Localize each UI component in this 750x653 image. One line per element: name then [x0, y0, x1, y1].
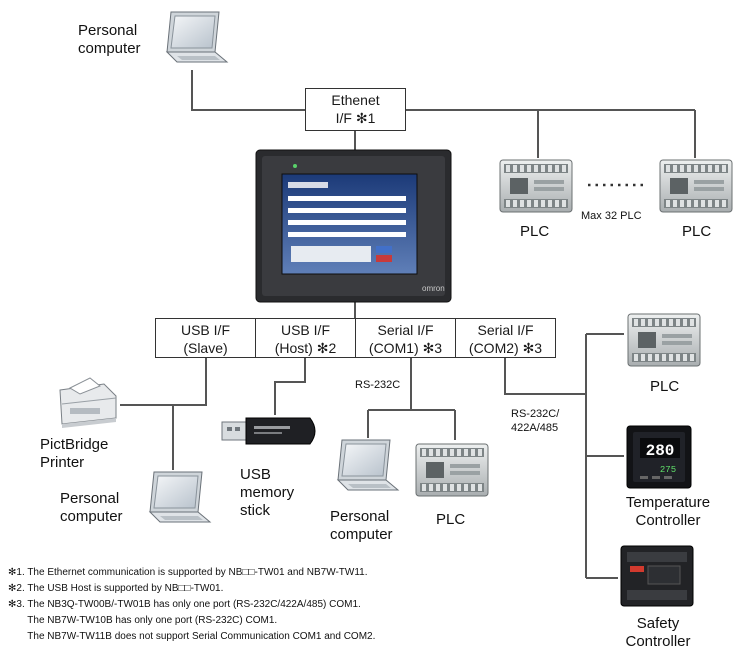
bottom-pc-label-line2: computer — [60, 508, 123, 525]
top-pc-label: Personal computer — [78, 22, 141, 58]
temperature-controller-icon: 280 275 — [626, 425, 692, 489]
temperature-sv: 275 — [660, 465, 676, 475]
safety-label-line1: Safety — [636, 615, 680, 632]
plc-top-right-icon — [659, 159, 733, 213]
com1-pc-label-line1: Personal — [330, 508, 390, 525]
safety-label-line2: Controller — [625, 633, 691, 650]
serial-com2-line1: Serial I/F — [477, 322, 534, 338]
ethernet-label-line2: I/F ✻1 — [335, 110, 376, 126]
serial-com2-line2: (COM2) ✻3 — [468, 340, 543, 356]
usb-memory-stick-icon — [221, 417, 316, 445]
ethernet-interface-box: Ethenet I/F ✻1 — [305, 88, 406, 131]
serial-com2-interface-box: Serial I/F (COM2) ✻3 — [455, 318, 556, 358]
com2-plc-label: PLC — [650, 378, 680, 395]
pictbridge-printer-icon — [59, 377, 117, 428]
note-3b: The NB7W-TW10B has only one port (RS-232… — [8, 615, 278, 626]
usb-slave-line1: USB I/F — [180, 322, 230, 338]
printer-label: PictBridge Printer — [40, 436, 108, 472]
bottom-pc-label-line1: Personal — [60, 490, 120, 507]
top-pc-label-line2: computer — [78, 40, 141, 57]
plc-top-left-label: PLC — [520, 223, 550, 240]
temperature-pv: 280 — [646, 442, 675, 460]
usb-slave-line2: (Slave) — [183, 340, 228, 356]
rs232c-label: RS-232C — [355, 379, 401, 391]
usb-host-interface-box: USB I/F (Host) ✻2 — [255, 318, 356, 358]
safety-controller-icon — [620, 545, 694, 607]
rs-multi-label: RS-232C/ 422A/485 — [511, 407, 559, 435]
com1-plc-label: PLC — [436, 511, 466, 528]
personal-computer-bottom-icon — [149, 471, 211, 523]
printer-label-line2: Printer — [40, 454, 85, 471]
serial-com1-line1: Serial I/F — [377, 322, 434, 338]
note-3c: The NB7W-TW11B does not support Serial C… — [8, 631, 376, 642]
com1-pc-label-line2: computer — [330, 526, 393, 543]
safety-controller-label: Safety Controller — [620, 615, 696, 651]
personal-computer-com1-icon — [337, 439, 399, 491]
usb-host-line2: (Host) ✻2 — [274, 340, 337, 356]
serial-com1-interface-box: Serial I/F (COM1) ✻3 — [355, 318, 456, 358]
note-3: ✻3. The NB3Q-TW00B/-TW01B has only one p… — [8, 599, 361, 610]
connection-lines — [120, 70, 696, 579]
plc-com2-icon — [627, 313, 701, 367]
max-plc-label: Max 32 PLC — [581, 210, 642, 222]
usb-stick-label-line3: stick — [240, 502, 270, 519]
temperature-label-line1: Temperature — [625, 494, 711, 511]
hmi-terminal: omron — [255, 149, 452, 303]
usb-stick-label-line1: USB — [240, 466, 271, 483]
usb-host-line1: USB I/F — [280, 322, 330, 338]
com1-pc-label: Personal computer — [330, 508, 393, 544]
note-1: ✻1. The Ethernet communication is suppor… — [8, 567, 368, 578]
printer-label-line1: PictBridge — [40, 436, 109, 453]
personal-computer-top-icon — [166, 11, 228, 63]
usb-slave-interface-box: USB I/F (Slave) — [155, 318, 256, 358]
usb-stick-label: USB memory stick — [240, 466, 294, 520]
note-2: ✻2. The USB Host is supported by NB□□-TW… — [8, 583, 224, 594]
rs-multi-line2: 422A/485 — [511, 422, 559, 434]
rs-multi-line1: RS-232C/ — [511, 408, 560, 420]
hmi-brand: omron — [422, 284, 445, 293]
bottom-pc-label: Personal computer — [60, 490, 123, 526]
temperature-controller-label: Temperature Controller — [620, 494, 716, 530]
plc-top-right-label: PLC — [682, 223, 712, 240]
serial-com1-line2: (COM1) ✻3 — [368, 340, 443, 356]
plc-com1-icon — [415, 443, 489, 497]
plc-top-left-icon — [499, 159, 573, 213]
usb-stick-label-line2: memory — [240, 484, 295, 501]
top-pc-label-line1: Personal — [78, 22, 138, 39]
temperature-label-line2: Controller — [635, 512, 701, 529]
ethernet-label-line1: Ethenet — [331, 92, 380, 108]
